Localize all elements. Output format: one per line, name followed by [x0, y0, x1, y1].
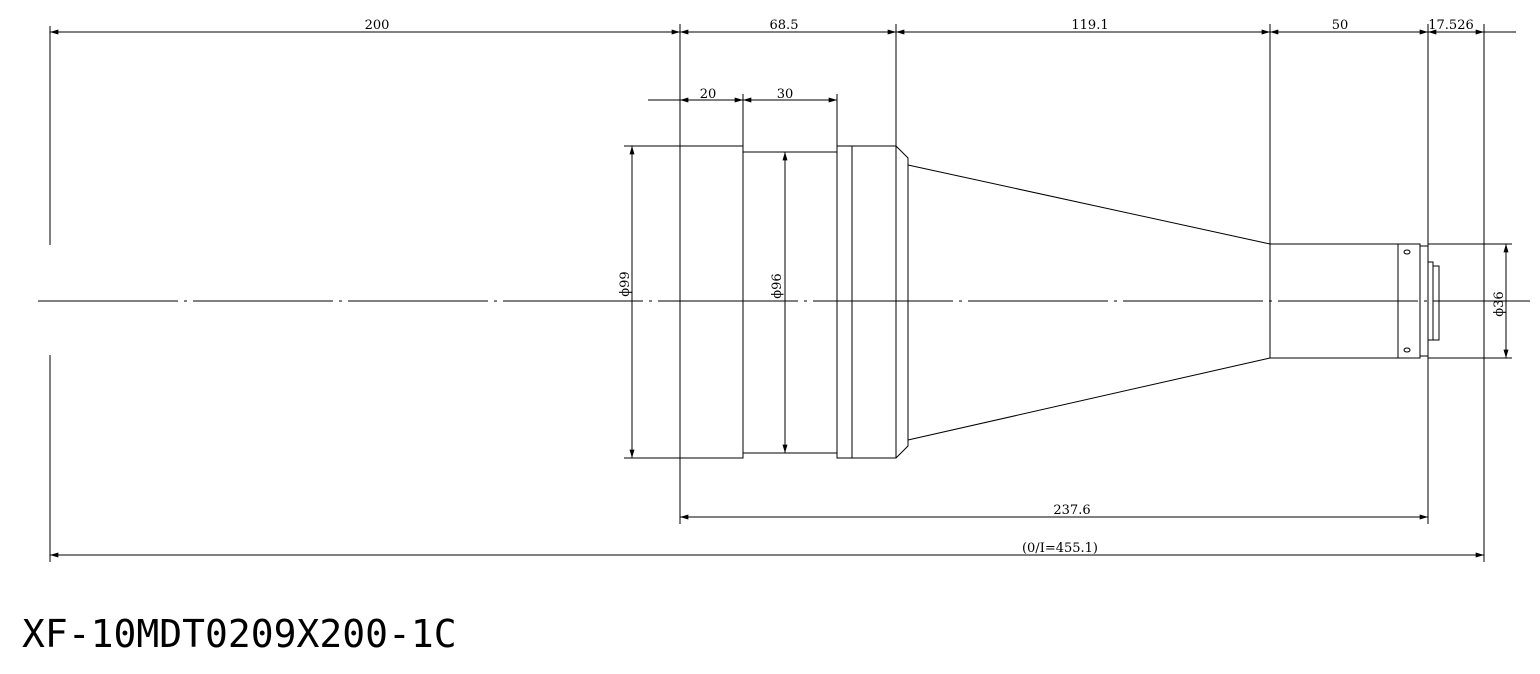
dim-label-d96: ϕ96: [770, 273, 785, 298]
dim-label-455-1: (0/I=455.1): [1022, 541, 1098, 556]
dim-label-68-5: 68.5: [770, 18, 799, 33]
dim-label-50: 50: [1332, 18, 1349, 33]
dim-label-237-6: 237.6: [1053, 503, 1090, 518]
lens-body: [679, 145, 1440, 459]
dim-label-17-526: 17.526: [1428, 18, 1474, 33]
model-number-title: XF-10MDT0209X200-1C: [22, 612, 457, 656]
dimension-lines: [50, 29, 1516, 558]
dim-label-20: 20: [700, 87, 717, 102]
dim-label-d99: ϕ99: [618, 271, 633, 296]
extension-lines: [49, 24, 1512, 562]
dim-label-d36: ϕ36: [1492, 291, 1507, 316]
lens-drawing: 200 68.5 119.1 50 17.526 20 30 ϕ99 ϕ96 ϕ…: [38, 18, 1530, 562]
dim-label-119-1: 119.1: [1071, 18, 1108, 33]
dim-label-30: 30: [777, 87, 794, 102]
dim-label-200: 200: [365, 18, 390, 33]
